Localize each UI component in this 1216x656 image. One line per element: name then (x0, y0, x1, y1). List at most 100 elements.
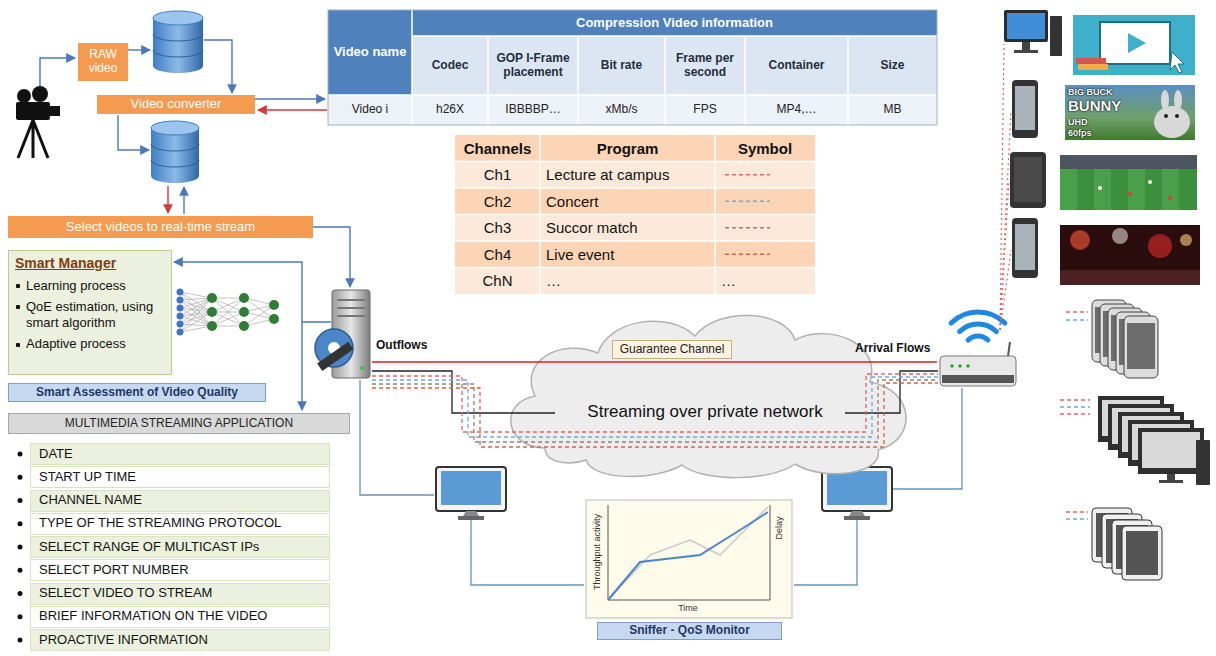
table-cell: Concert (540, 188, 715, 215)
cloud-shape (511, 315, 906, 477)
desktop-icon (1004, 10, 1048, 42)
wireless-link (1000, 44, 1004, 330)
camera-icon (32, 86, 48, 102)
table-cell: ChN (482, 272, 512, 289)
table-header: Container (768, 59, 824, 73)
table-cell: Video i (352, 103, 388, 117)
table-row (455, 215, 815, 242)
table-grid (455, 135, 815, 294)
phone-group (1066, 300, 1158, 378)
thumbnail-caption: UHD (1068, 117, 1088, 127)
monitor-wire (471, 520, 584, 585)
list-bullet (18, 568, 23, 573)
thumbnail-title: BUNNY (1068, 97, 1121, 114)
table-cell: Succor match (546, 219, 638, 236)
video-thumbnail (1168, 196, 1172, 200)
application-field: CHANNEL NAME (30, 490, 330, 512)
compression-table (328, 10, 937, 125)
table-header: Codec (432, 59, 469, 73)
router-icon (940, 356, 1016, 386)
camera-icon (18, 120, 48, 158)
table-header: Program (540, 135, 715, 162)
database-icon (153, 11, 203, 73)
neural-network-icon (207, 321, 217, 331)
table-cell: ChN (455, 268, 540, 295)
node-text: Video converter (131, 97, 222, 112)
table-header: Size (848, 36, 937, 95)
desktop-icon (1022, 42, 1030, 50)
video-thumbnail (1128, 169, 1145, 210)
axis-label: Time (668, 602, 708, 614)
node-text: MULTIMEDIA STREAMING APPLICATION (65, 417, 293, 431)
video-thumbnail (1112, 228, 1128, 244)
wireless-link (1000, 44, 1011, 330)
video-thumbnail (1100, 22, 1170, 64)
node-text: QoE estimation, using smart algorithm (15, 299, 165, 332)
computer-group (1159, 480, 1183, 483)
desktop-icon (1007, 13, 1045, 39)
list-bullet (18, 452, 23, 643)
application-header: MULTIMEDIA STREAMING APPLICATION (8, 413, 350, 434)
thumbnail-title: BIG BUCK (1068, 87, 1113, 97)
table-cell: Lecture at campus (546, 166, 669, 183)
computer-group (1060, 399, 1090, 400)
neural-network-icon (239, 307, 249, 317)
camera-icon (16, 102, 50, 120)
node-text: Select videos to real-time stream (66, 220, 255, 235)
camera-icon (16, 86, 60, 158)
table-header: GOP I-Frame placement (488, 36, 578, 95)
neural-network-icon (177, 289, 184, 296)
table-row (455, 135, 815, 162)
video-thumbnail (1076, 58, 1106, 64)
cloud-shape (490, 298, 920, 480)
application-field: DATE (30, 443, 330, 465)
video-thumbnail (1154, 106, 1190, 138)
flow-line (118, 115, 149, 150)
converter-bar: Video converter (97, 95, 255, 114)
computer-group (1196, 440, 1210, 485)
phone-icon (1015, 86, 1035, 130)
assessment-bar: Smart Assessment of Video Quality (8, 383, 266, 402)
desktop-icon (1014, 50, 1038, 53)
phone-group (1066, 319, 1088, 320)
computer-group (1060, 396, 1210, 485)
tablet-icon (1010, 152, 1046, 208)
thumbnail-title: BIG BUCK (1068, 87, 1138, 98)
axis-label: Delay (773, 508, 785, 548)
video-thumbnail (1098, 186, 1102, 190)
table-cell: FPS (665, 95, 745, 125)
table-cell: IBBBBP… (505, 103, 560, 117)
monitor-icon (849, 511, 865, 516)
qos-chart (608, 512, 768, 600)
neural-network-icon (177, 289, 184, 336)
table-cell: Ch2 (484, 193, 512, 210)
flow-label: Outflows (376, 339, 427, 353)
table-cell: MB (884, 103, 902, 117)
router-icon (1008, 342, 1010, 356)
list-bullet (18, 452, 23, 457)
table-header: Video name (328, 10, 412, 95)
monitor-icon (827, 471, 887, 505)
phone-icon (1012, 80, 1038, 138)
table-cell: Ch2 (455, 188, 540, 215)
video-thumbnail (1175, 114, 1179, 118)
video-thumbnail (1060, 225, 1200, 285)
monitor-icon (844, 516, 870, 520)
neural-network-icon (180, 292, 274, 332)
node-text: TYPE OF THE STREAMING PROTOCOL (39, 516, 281, 531)
application-field: START UP TIME (30, 466, 330, 488)
node-text: SELECT RANGE OF MULTICAST IPs (39, 540, 259, 555)
table-cell: IBBBBP… (488, 95, 578, 125)
computer-group (1138, 428, 1204, 474)
neural-network-icon (207, 307, 217, 317)
table-row (455, 162, 815, 189)
table-cell: Ch3 (455, 215, 540, 242)
database-icon (153, 11, 203, 25)
flow-line (258, 109, 327, 110)
video-thumbnail (1094, 169, 1111, 210)
computer-group (1060, 413, 1090, 414)
node-text: BRIEF INFORMATION ON THE VIDEO (39, 609, 267, 624)
video-thumbnail (1060, 155, 1197, 210)
monitor-icon (822, 467, 892, 520)
video-thumbnail (1078, 64, 1108, 70)
